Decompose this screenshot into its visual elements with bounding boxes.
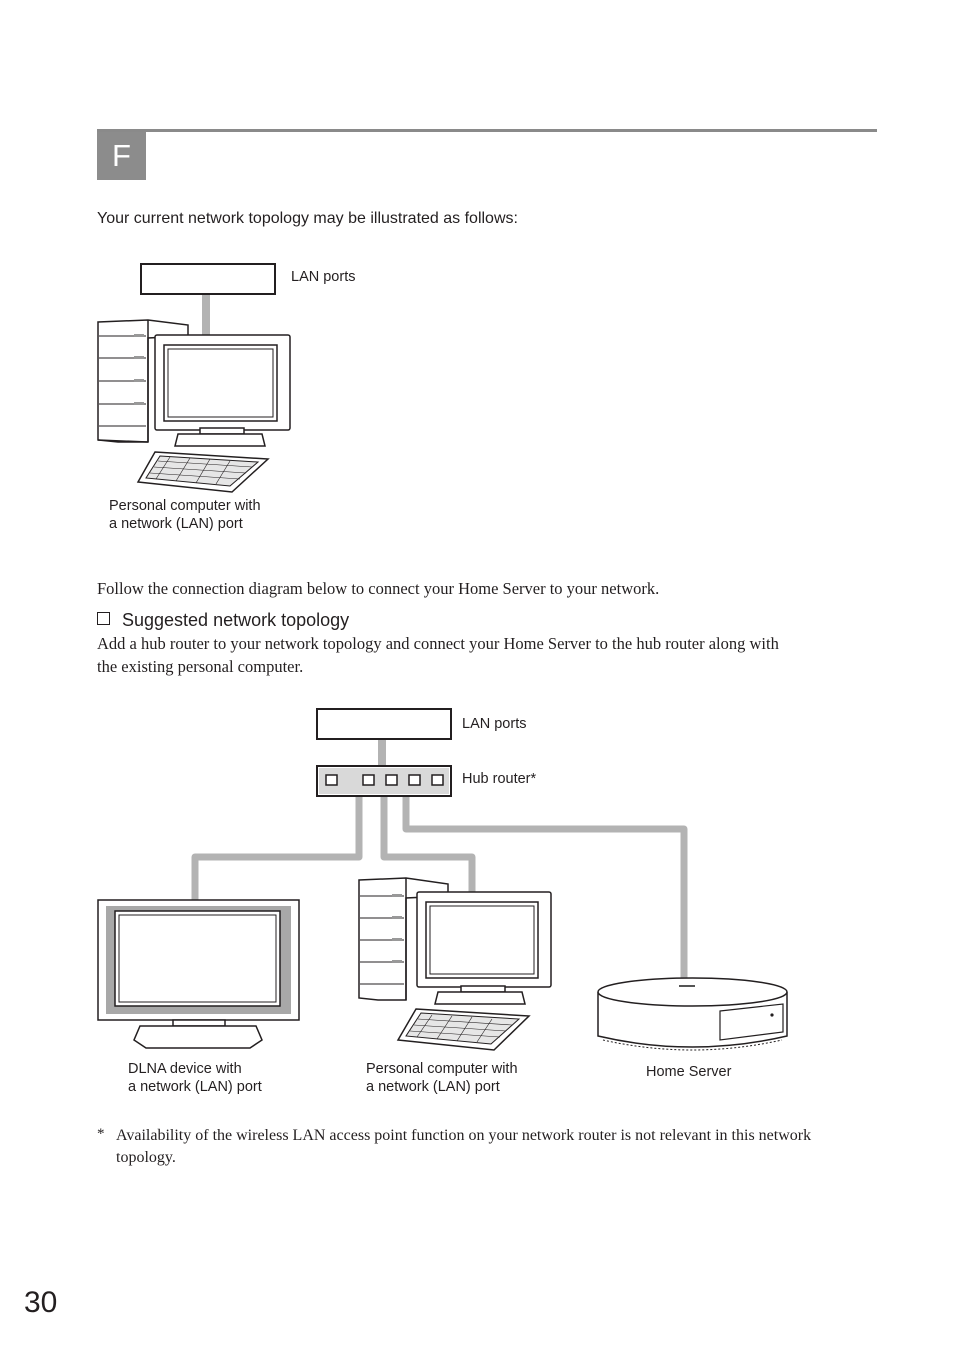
checkbox-bullet-icon bbox=[97, 612, 110, 625]
diagram1-pc-label-line2: a network (LAN) port bbox=[109, 516, 243, 532]
dlna-label-line1: DLNA device with bbox=[128, 1061, 242, 1077]
diagram2-pc-label-line1: Personal computer with bbox=[366, 1061, 518, 1077]
diagram2-lan-ports-label: LAN ports bbox=[462, 716, 527, 732]
dlna-label-line2: a network (LAN) port bbox=[128, 1079, 262, 1095]
footnote-line2: topology. bbox=[116, 1149, 176, 1166]
hub-router-label: Hub router* bbox=[462, 771, 537, 787]
diagram2-lan-port-box bbox=[316, 708, 452, 740]
diagram2-cables bbox=[191, 797, 688, 985]
diagram2-modem-to-hub-cable bbox=[378, 740, 386, 766]
diagram1-pc-illustration bbox=[97, 319, 291, 493]
diagram2-pc-label-line2: a network (LAN) port bbox=[366, 1079, 500, 1095]
home-server-label: Home Server bbox=[646, 1064, 732, 1080]
dlna-tv-illustration bbox=[97, 899, 300, 1049]
diagram2-pc-illustration bbox=[358, 877, 552, 1051]
suggested-body-line2: the existing personal computer. bbox=[97, 657, 304, 676]
home-server-illustration bbox=[597, 977, 788, 1051]
intro-text: Your current network topology may be ill… bbox=[97, 210, 518, 227]
suggested-heading: Suggested network topology bbox=[97, 609, 349, 631]
footnote-marker: * bbox=[97, 1126, 105, 1142]
header-rule bbox=[97, 129, 877, 132]
diagram1-lan-port-box bbox=[140, 263, 276, 295]
diagram2-keyboard-keys bbox=[409, 1014, 513, 1043]
suggested-heading-text: Suggested network topology bbox=[122, 610, 350, 630]
diagram1-pc-label-line1: Personal computer with bbox=[109, 498, 261, 514]
footnote-line1: Availability of the wireless LAN access … bbox=[116, 1127, 812, 1144]
section-letter-badge: F bbox=[97, 132, 146, 180]
follow-text: Follow the connection diagram below to c… bbox=[97, 579, 660, 598]
diagram1-keyboard-keys bbox=[149, 456, 253, 485]
suggested-body-line1: Add a hub router to your network topolog… bbox=[97, 634, 779, 653]
diagram1-cable bbox=[202, 295, 210, 335]
diagram1-lan-ports-label: LAN ports bbox=[291, 269, 356, 285]
hub-router-illustration bbox=[316, 765, 452, 797]
page-number: 30 bbox=[24, 1286, 58, 1319]
